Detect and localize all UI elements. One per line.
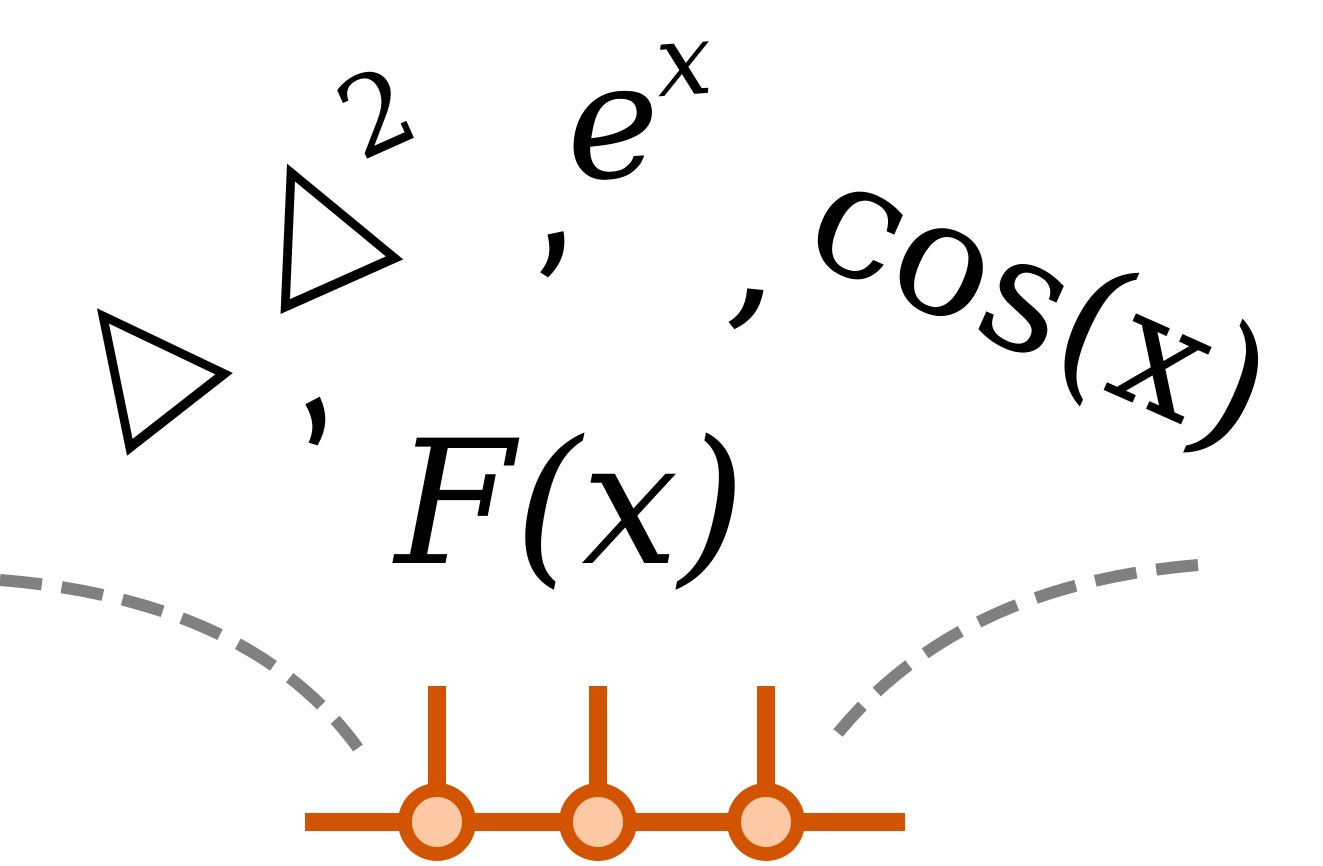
function-text: F(x): [395, 403, 746, 604]
left-dashed-arc: [0, 574, 363, 752]
exponential-exponent: x: [651, 1, 716, 121]
tensor-node-3: [727, 783, 805, 861]
tensor-node-1: [398, 783, 476, 861]
exponential-base: e: [558, 24, 667, 219]
exponential-label: ex: [559, 2, 721, 218]
tensor-node-2: [559, 783, 637, 861]
right-dashed-arc: [833, 559, 1199, 737]
function-label: F(x): [395, 418, 746, 590]
